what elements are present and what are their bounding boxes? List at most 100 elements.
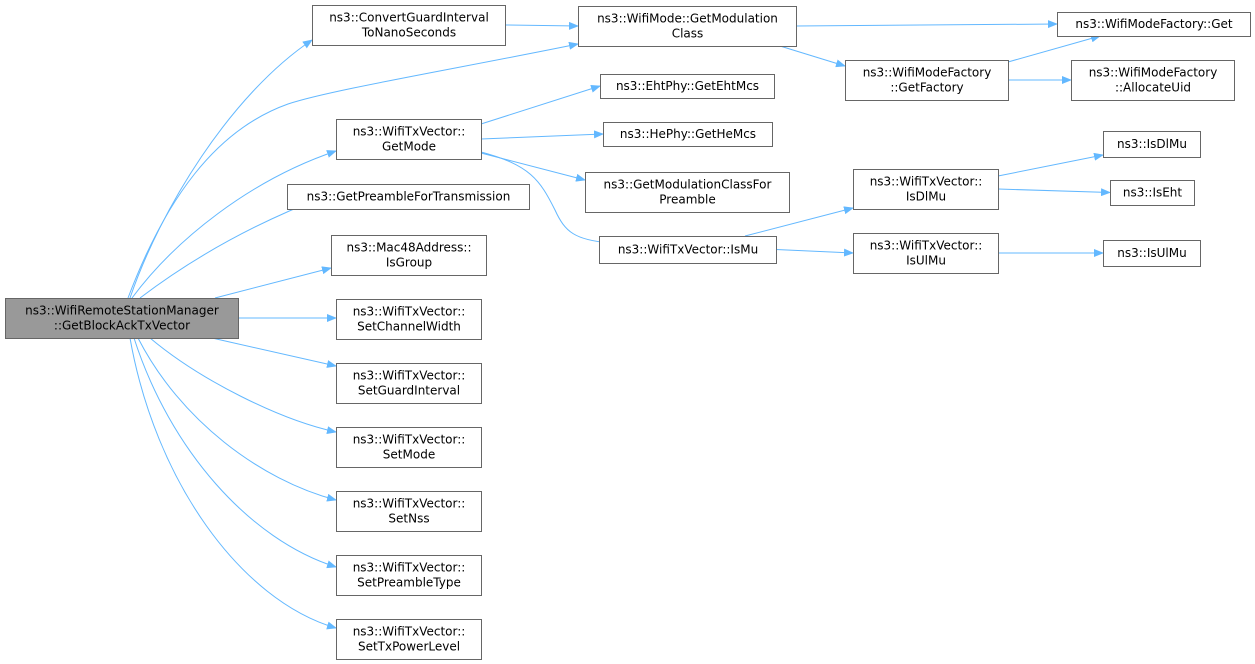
node-label: ns3::WifiMode::GetModulation xyxy=(597,12,778,26)
node-label: ns3::GetModulationClassFor xyxy=(604,178,772,192)
node-label: SetGuardInterval xyxy=(358,384,460,398)
node-fisdlmu[interactable]: ns3::IsDlMu xyxy=(1103,131,1201,158)
edge-root-to-sgi xyxy=(211,337,337,368)
node-label: ns3::WifiTxVector:: xyxy=(870,175,983,189)
node-label: IsGroup xyxy=(386,256,432,270)
node-sm[interactable]: ns3::WifiTxVector::SetMode xyxy=(336,427,482,468)
edge-gmc-to-gf xyxy=(779,45,846,68)
edge-root-to-isgroup xyxy=(214,266,332,299)
node-box[interactable] xyxy=(1103,240,1201,267)
node-isgroup[interactable]: ns3::Mac48Address::IsGroup xyxy=(331,235,487,276)
node-label: GetMode xyxy=(382,140,436,154)
node-box[interactable] xyxy=(1071,60,1235,101)
node-box[interactable] xyxy=(600,74,775,99)
edge-root-to-gmc xyxy=(127,41,579,299)
node-box[interactable] xyxy=(1103,131,1201,158)
edge-getmode-to-eht xyxy=(480,84,601,125)
node-label: ns3::WifiTxVector:: xyxy=(870,239,983,253)
node-label: ns3::Mac48Address:: xyxy=(346,241,471,255)
node-getmode[interactable]: ns3::WifiTxVector::GetMode xyxy=(336,119,482,160)
node-label: ns3::EhtPhy::GetEhtMcs xyxy=(616,79,759,93)
node-label: SetNss xyxy=(388,512,429,526)
node-label: SetChannelWidth xyxy=(357,320,461,334)
node-spt[interactable]: ns3::WifiTxVector::SetPreambleType xyxy=(336,555,482,596)
edge-gmc-to-wmfget xyxy=(795,20,1058,29)
node-ismu[interactable]: ns3::WifiTxVector::IsMu xyxy=(599,236,777,264)
node-box[interactable] xyxy=(578,6,797,47)
node-sgi[interactable]: ns3::WifiTxVector::SetGuardInterval xyxy=(336,363,482,404)
node-box[interactable] xyxy=(287,184,530,210)
node-box[interactable] xyxy=(336,555,482,596)
node-label: ns3::WifiModeFactory xyxy=(863,66,992,80)
node-fiseht[interactable]: ns3::IsEht xyxy=(1110,180,1195,206)
edge-root-to-cgi xyxy=(129,39,313,299)
node-label: ns3::WifiTxVector:: xyxy=(353,497,466,511)
node-stpl[interactable]: ns3::WifiTxVector::SetTxPowerLevel xyxy=(336,619,482,660)
node-box[interactable] xyxy=(336,619,482,660)
edge-getmode-to-ismu xyxy=(480,151,611,247)
node-label: Class xyxy=(672,27,704,41)
node-box[interactable] xyxy=(312,5,506,46)
node-he[interactable]: ns3::HePhy::GetHeMcs xyxy=(603,122,773,147)
node-isulmu[interactable]: ns3::WifiTxVector::IsUlMu xyxy=(853,233,999,274)
node-eht[interactable]: ns3::EhtPhy::GetEhtMcs xyxy=(600,74,775,99)
node-wmfget[interactable]: ns3::WifiModeFactory::Get xyxy=(1057,12,1251,37)
nodes-layer: ns3::WifiRemoteStationManager::GetBlockA… xyxy=(5,5,1251,660)
node-label: ns3::WifiRemoteStationManager xyxy=(25,304,219,318)
node-label: SetPreambleType xyxy=(357,576,461,590)
node-label: ToNanoSeconds xyxy=(361,26,456,40)
edge-root-to-stpl xyxy=(129,337,337,630)
edges-layer xyxy=(127,20,1111,630)
edge-ismu-to-isdlmu xyxy=(744,206,854,237)
node-gmc[interactable]: ns3::WifiMode::GetModulationClass xyxy=(578,6,797,47)
edge-isdlmu-to-fisdlmu xyxy=(997,152,1104,177)
edge-root-to-sm xyxy=(149,337,337,435)
node-label: SetMode xyxy=(383,448,435,462)
edge-isdlmu-to-fiseht xyxy=(997,188,1111,197)
edge-gf-to-wmfget xyxy=(1007,34,1101,63)
node-box[interactable] xyxy=(336,427,482,468)
node-box[interactable] xyxy=(5,298,239,339)
node-label: ::AllocateUid xyxy=(1115,81,1191,95)
node-au[interactable]: ns3::WifiModeFactory::AllocateUid xyxy=(1071,60,1235,101)
node-label: IsDlMu xyxy=(906,190,946,204)
node-gpft[interactable]: ns3::GetPreambleForTransmission xyxy=(287,184,530,210)
node-isdlmu[interactable]: ns3::WifiTxVector::IsDlMu xyxy=(853,169,999,210)
node-label: IsUlMu xyxy=(906,254,946,268)
edge-root-to-getmode xyxy=(131,150,337,299)
node-label: ns3::WifiTxVector:: xyxy=(353,625,466,639)
node-label: ns3::HePhy::GetHeMcs xyxy=(620,127,756,141)
node-gf[interactable]: ns3::WifiModeFactory::GetFactory xyxy=(845,60,1009,101)
node-scw[interactable]: ns3::WifiTxVector::SetChannelWidth xyxy=(336,299,482,340)
edge-root-to-snss xyxy=(137,337,337,502)
node-box[interactable] xyxy=(336,119,482,160)
node-box[interactable] xyxy=(1110,180,1195,206)
node-box[interactable] xyxy=(331,235,487,276)
node-label: ns3::WifiTxVector:: xyxy=(353,125,466,139)
edge-getmode-to-he xyxy=(480,130,604,140)
node-label: ns3::WifiModeFactory::Get xyxy=(1075,17,1232,31)
node-root[interactable]: ns3::WifiRemoteStationManager::GetBlockA… xyxy=(5,298,239,339)
node-box[interactable] xyxy=(603,122,773,147)
node-box[interactable] xyxy=(585,172,790,213)
node-box[interactable] xyxy=(845,60,1009,101)
edge-ismu-to-isulmu xyxy=(775,248,854,257)
node-snss[interactable]: ns3::WifiTxVector::SetNss xyxy=(336,491,482,532)
node-box[interactable] xyxy=(853,169,999,210)
node-label: ns3::WifiTxVector:: xyxy=(353,433,466,447)
node-box[interactable] xyxy=(599,236,777,264)
edge-cgi-to-gmc xyxy=(504,21,579,30)
node-label: ns3::IsDlMu xyxy=(1117,137,1187,151)
node-box[interactable] xyxy=(1057,12,1251,37)
node-box[interactable] xyxy=(336,363,482,404)
node-box[interactable] xyxy=(336,299,482,340)
node-label: ns3::WifiTxVector:: xyxy=(353,369,466,383)
node-fisulmu[interactable]: ns3::IsUlMu xyxy=(1103,240,1201,267)
node-box[interactable] xyxy=(336,491,482,532)
node-box[interactable] xyxy=(853,233,999,274)
node-label: ns3::WifiTxVector:: xyxy=(353,305,466,319)
node-label: ns3::GetPreambleForTransmission xyxy=(307,190,511,204)
